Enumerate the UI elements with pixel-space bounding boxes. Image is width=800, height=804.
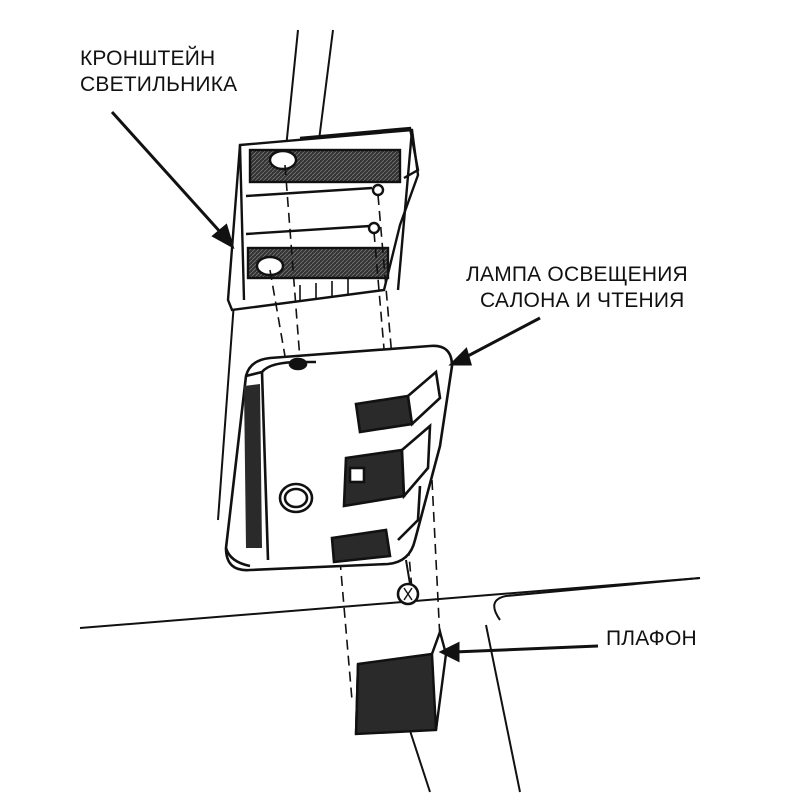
reading-lamp-housing: [224, 344, 454, 606]
label-reading-lamp: ЛАМПА ОСВЕЩЕНИЯ САЛОНА И ЧТЕНИЯ: [466, 262, 688, 314]
dome-lens: [354, 627, 448, 736]
label-lamp-bracket-line2: СВЕТИЛЬНИКА: [80, 73, 238, 96]
leader-arrows: [110, 110, 599, 663]
label-reading-lamp-line1: ЛАМПА ОСВЕЩЕНИЯ: [466, 263, 688, 286]
label-reading-lamp-line2: САЛОНА И ЧТЕНИЯ: [480, 289, 685, 312]
label-lamp-bracket: КРОНШТЕЙН СВЕТИЛЬНИКА: [80, 46, 237, 98]
roof-lines: [79, 29, 701, 793]
label-lamp-bracket-line1: КРОНШТЕЙН: [80, 47, 216, 70]
lamp-bracket: [226, 126, 420, 312]
label-dome-lens-line1: ПЛАФОН: [606, 627, 697, 650]
label-dome-lens: ПЛАФОН: [606, 626, 697, 652]
